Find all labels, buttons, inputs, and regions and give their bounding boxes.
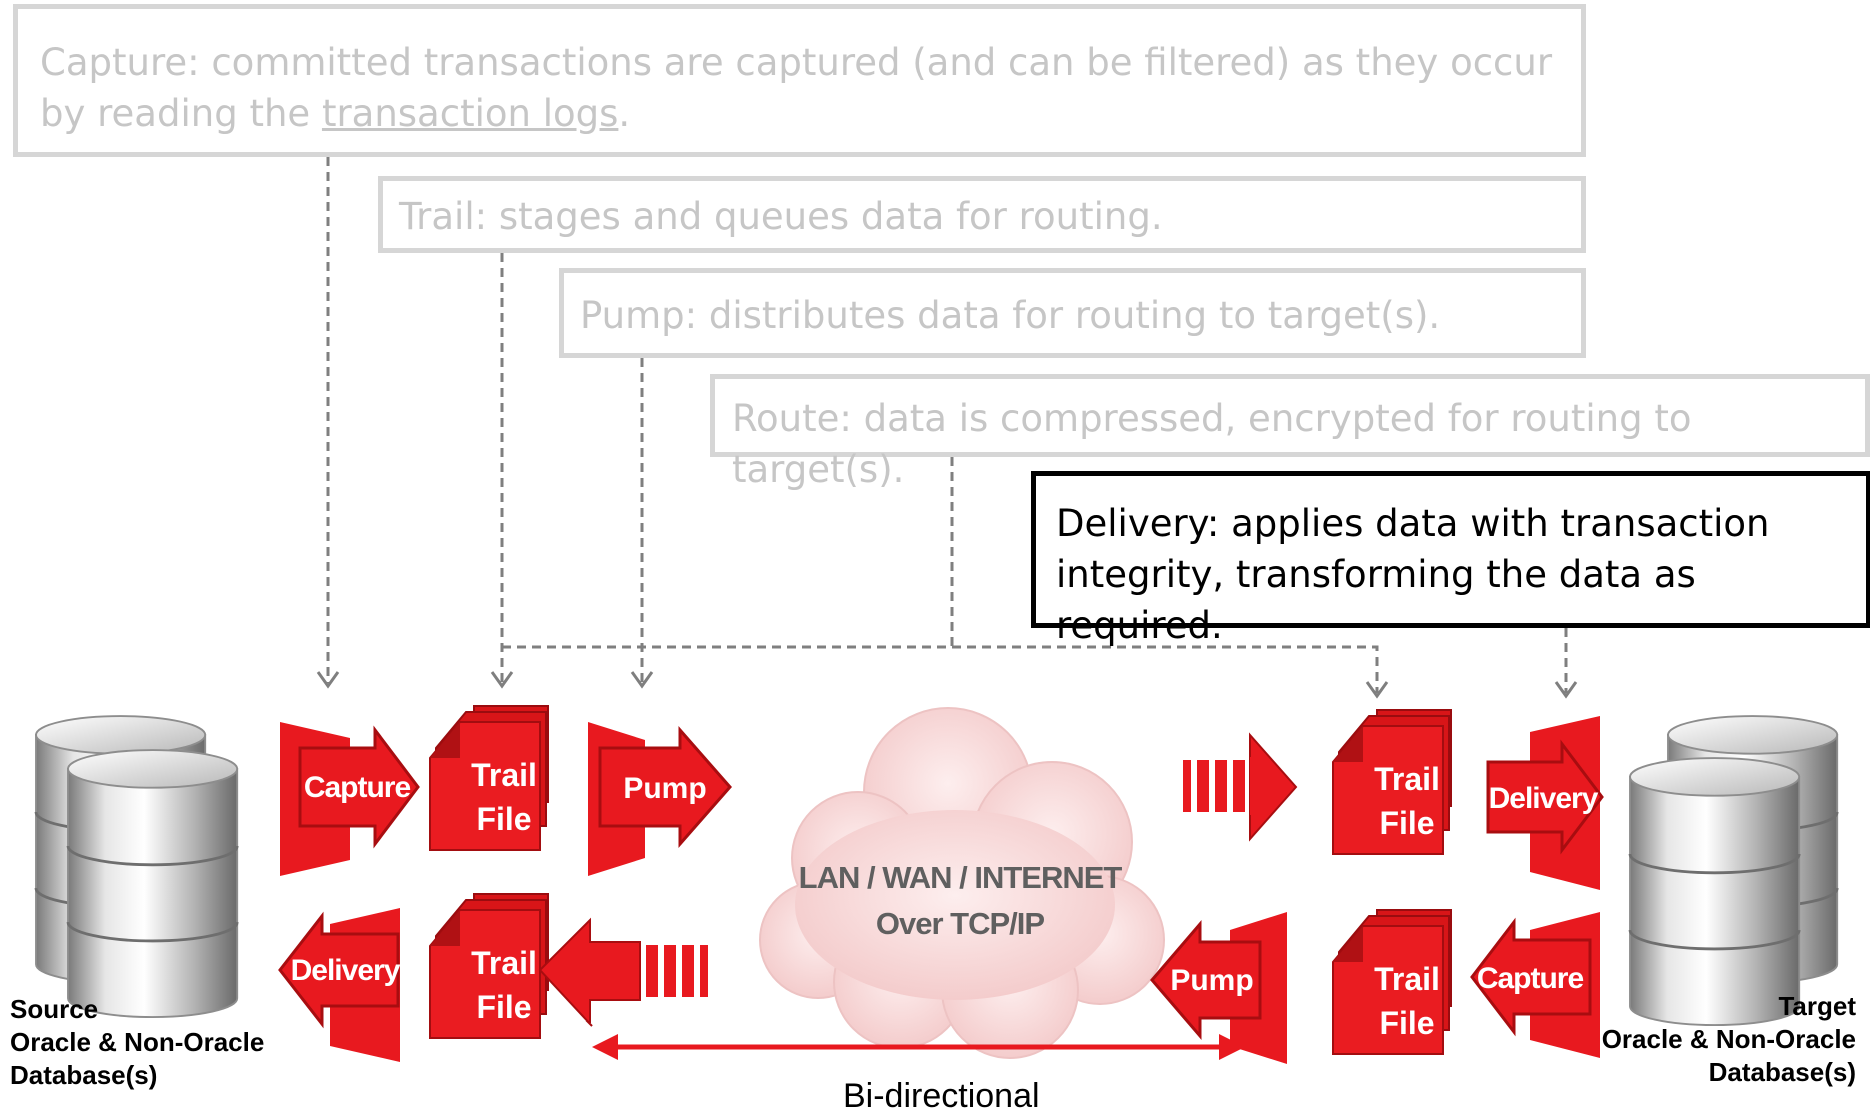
delivery-callout: Delivery: applies data with transaction … xyxy=(1031,471,1870,647)
network-label-line2: Over TCP/IP xyxy=(876,906,1044,941)
capture-arrow-right: Capture xyxy=(1470,912,1600,1058)
source-label-line3: Database(s) xyxy=(10,1060,158,1090)
delivery-arrow-bottom: Delivery xyxy=(278,908,402,1062)
dashed-connectors xyxy=(326,157,1568,693)
pump-arrow-bottom-label: Pump xyxy=(1170,964,1253,997)
svg-text:Trail: Trail xyxy=(471,757,537,793)
target-database-icon xyxy=(1628,714,1839,1027)
capture-callout-suffix: . xyxy=(618,92,631,135)
transaction-logs-link[interactable]: transaction logs xyxy=(321,92,619,135)
trail-file-icon-bottom-right: Trail File xyxy=(1332,909,1452,1055)
trail-file-icon-top-left: Trail File xyxy=(429,705,549,851)
source-database-label: Source Oracle & Non-Oracle Database(s) xyxy=(10,993,264,1092)
pump-arrow-top: Pump xyxy=(588,722,732,876)
striped-arrow-right xyxy=(1183,732,1298,842)
source-label-line1: Source xyxy=(10,994,99,1024)
route-callout-text: Route: data is compressed, encrypted for… xyxy=(732,397,1692,491)
route-callout: Route: data is compressed, encrypted for… xyxy=(710,374,1870,491)
source-label-line2: Oracle & Non-Oracle xyxy=(10,1027,265,1057)
source-database-icon xyxy=(34,714,239,1019)
bidirectional-label: Bi-directional xyxy=(843,1077,1040,1115)
capture-arrow-right-label: Capture xyxy=(1477,962,1584,995)
trail-callout-text: Trail: stages and queues data for routin… xyxy=(399,195,1163,238)
target-label-line1: Target xyxy=(1778,991,1856,1021)
delivery-callout-text: Delivery: applies data with transaction … xyxy=(1056,502,1770,647)
pump-callout: Pump: distributes data for routing to ta… xyxy=(559,268,1586,358)
trail-file-icon-top-right: Trail File xyxy=(1332,709,1452,855)
svg-text:Trail: Trail xyxy=(1374,761,1440,797)
dashed-arrow-icon xyxy=(316,671,1578,699)
svg-text:File: File xyxy=(476,801,531,837)
capture-callout-text: Capture: committed transactions are capt… xyxy=(40,41,1553,135)
network-label-line1: LAN / WAN / INTERNET xyxy=(799,860,1123,895)
striped-arrow-left xyxy=(538,917,708,1027)
cloud-icon xyxy=(759,707,1165,1059)
bidirectional-arrow xyxy=(592,1034,1245,1060)
pump-callout-text: Pump: distributes data for routing to ta… xyxy=(580,294,1441,337)
trail-file-icon-bottom-left: Trail File xyxy=(429,893,549,1039)
pump-arrow-bottom: Pump xyxy=(1150,912,1287,1064)
svg-text:File: File xyxy=(476,989,531,1025)
delivery-arrow-right-label: Delivery xyxy=(1489,782,1599,815)
svg-text:Trail: Trail xyxy=(471,945,537,981)
svg-text:Trail: Trail xyxy=(1374,961,1440,997)
trail-callout: Trail: stages and queues data for routin… xyxy=(378,176,1586,253)
capture-arrow-top: Capture xyxy=(280,722,420,876)
delivery-arrow-right: Delivery xyxy=(1486,716,1604,890)
svg-text:File: File xyxy=(1379,1005,1434,1041)
capture-callout: Capture: committed transactions are capt… xyxy=(13,4,1586,157)
svg-text:File: File xyxy=(1379,805,1434,841)
target-label-line3: Database(s) xyxy=(1708,1057,1856,1087)
pump-arrow-top-label: Pump xyxy=(623,772,706,805)
target-database-label: Target Oracle & Non-Oracle Database(s) xyxy=(1602,990,1856,1089)
capture-arrow-top-label: Capture xyxy=(304,771,411,804)
delivery-arrow-bottom-label: Delivery xyxy=(291,954,401,987)
target-label-line2: Oracle & Non-Oracle xyxy=(1601,1024,1856,1054)
